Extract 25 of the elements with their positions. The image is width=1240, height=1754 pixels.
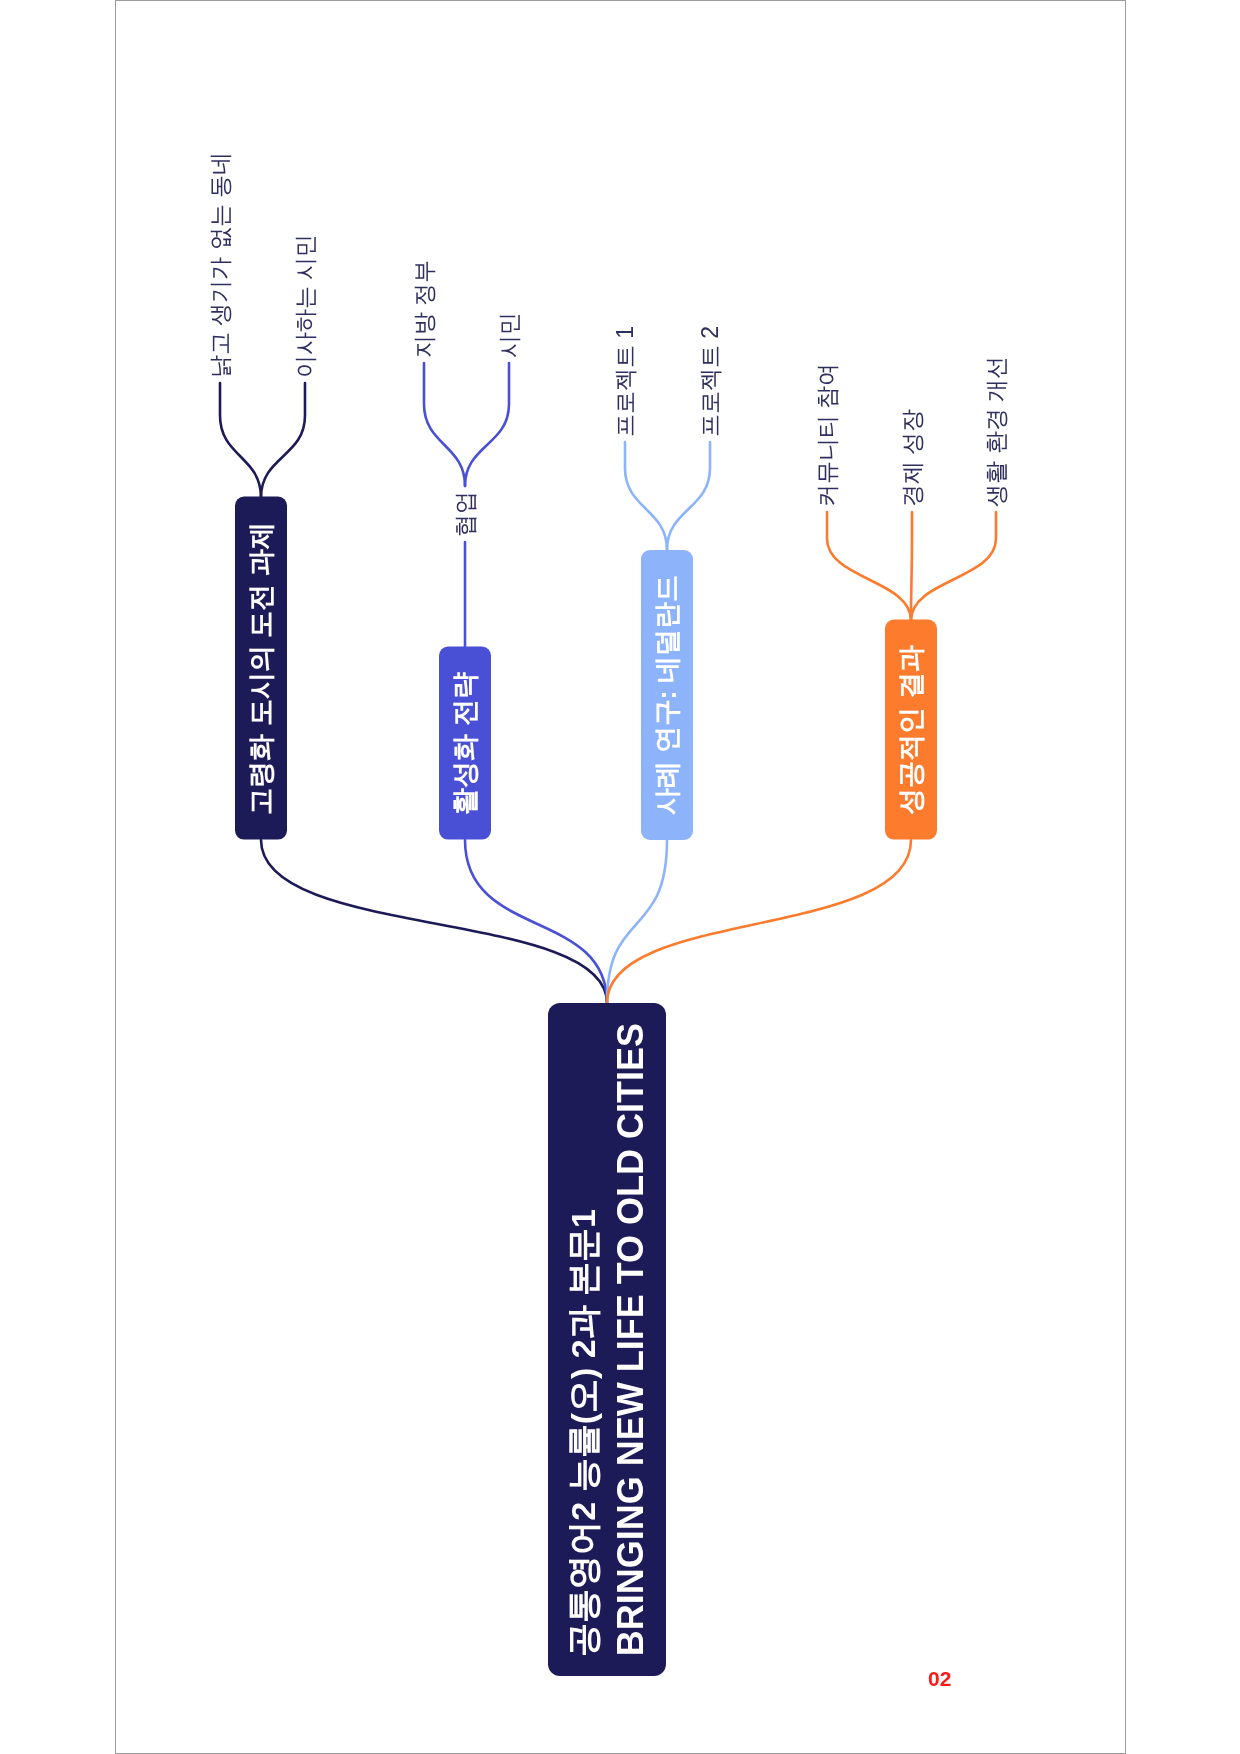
branch-line [463,361,511,488]
branch-line [909,510,998,622]
lesson-title: 공통영어2 능률(오) 2과 본문1 [563,1208,603,1657]
subtopic-text: 프로젝트 1 [612,325,638,437]
topic-box: 고령화 도시의 도전 과제 [235,497,287,840]
branch-line [665,440,712,552]
subtopic-text: 프로젝트 2 [697,325,723,437]
page-number: 02 [928,1668,952,1689]
branch-line [259,381,307,499]
branch-line [605,838,913,1005]
subtopic-text: 낡고 생기가 없는 동네 [207,151,233,378]
subtopic-text: 커뮤니티 참여 [814,362,840,507]
subtopic-text: 시민 [496,312,522,358]
branch-line [825,510,913,622]
subtopic-text: 지방 정부 [411,259,437,358]
branch-line [463,540,467,649]
lesson-subtitle: BRINGING NEW LIFE TO OLD CITIES [610,1023,652,1657]
subtopic-text: 협업 [452,491,478,537]
topic-box: 성공적인 결과 [885,620,937,840]
topic-box: 사례 연구: 네덜란드 [641,550,693,840]
topic-box: 활성화 전략 [439,647,491,840]
subtopic-text: 이사하는 시민 [292,233,318,378]
root-topic-box [548,1003,666,1677]
subtopic-text: 생활 환경 개선 [983,356,1009,507]
subtopic-text: 경제 성장 [899,408,925,507]
